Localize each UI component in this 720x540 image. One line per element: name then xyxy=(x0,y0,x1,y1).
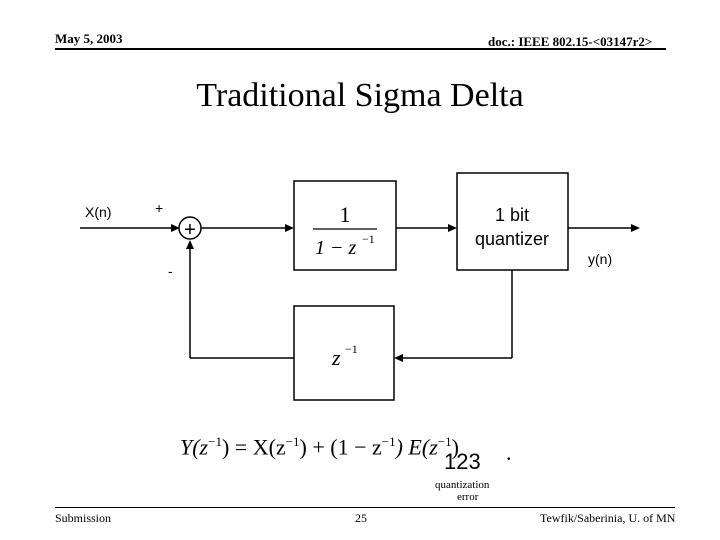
plus-sign-label: + xyxy=(155,200,163,216)
eq-mid1-exp: −1 xyxy=(285,434,300,449)
output-label: y(n) xyxy=(588,251,612,267)
integrator-block xyxy=(293,180,397,271)
input-arrowhead xyxy=(171,224,180,232)
integrator-denominator-exp: −1 xyxy=(362,232,375,246)
transfer-equation: Y(z−1) = X(z−1) + (1 − z−1) E(z−1) xyxy=(180,434,459,460)
equation-trailing-dot: . xyxy=(506,440,512,465)
page-number: 25 xyxy=(355,511,367,525)
eq-lhs: Y(z xyxy=(180,434,209,460)
slide-title: Traditional Sigma Delta xyxy=(196,77,524,114)
output-arrowhead xyxy=(631,224,640,232)
delay-base: z xyxy=(331,345,341,370)
delay-exp: −1 xyxy=(345,342,358,356)
header-doc-id: doc.: IEEE 802.15-<03147r2> xyxy=(488,34,653,49)
quantization-label: quantization xyxy=(435,479,490,491)
eq-lhs-exp: −1 xyxy=(208,434,222,449)
eq-mid3-exp: −1 xyxy=(437,434,452,449)
footer-submission: Submission xyxy=(55,511,112,525)
eq-mid3: ) E(z xyxy=(395,434,438,460)
quantizer-block xyxy=(456,172,569,271)
footer-authors: Tewfik/Saberinia, U. of MN xyxy=(540,511,676,525)
quantizer-label-line1: 1 bit xyxy=(495,205,529,225)
error-label: error xyxy=(457,491,479,503)
footer-divider xyxy=(55,507,675,508)
summer-to-integrator-arrowhead xyxy=(285,224,294,232)
integrator-denominator: 1 − z xyxy=(315,237,356,259)
quantizer-label-line2: quantizer xyxy=(475,229,549,249)
header-divider xyxy=(55,48,666,50)
input-label: X(n) xyxy=(85,204,111,220)
eq-mid2: ) + (1 − z xyxy=(299,434,382,460)
summer-symbol: + xyxy=(184,219,196,241)
eq-mid2-exp: −1 xyxy=(381,434,396,449)
feedback-to-delay-arrowhead xyxy=(394,354,403,362)
eq-end: ) xyxy=(451,434,459,460)
delay-to-summer-arrowhead xyxy=(186,240,194,249)
header-date: May 5, 2003 xyxy=(55,31,123,46)
integrator-numerator: 1 xyxy=(340,202,351,227)
eq-mid1: ) = X(z xyxy=(221,434,286,460)
equation-numbering: 123 xyxy=(444,449,481,474)
integrator-to-quantizer-arrowhead xyxy=(448,224,457,232)
delay-block xyxy=(293,305,395,401)
minus-sign-label: - xyxy=(168,263,173,279)
